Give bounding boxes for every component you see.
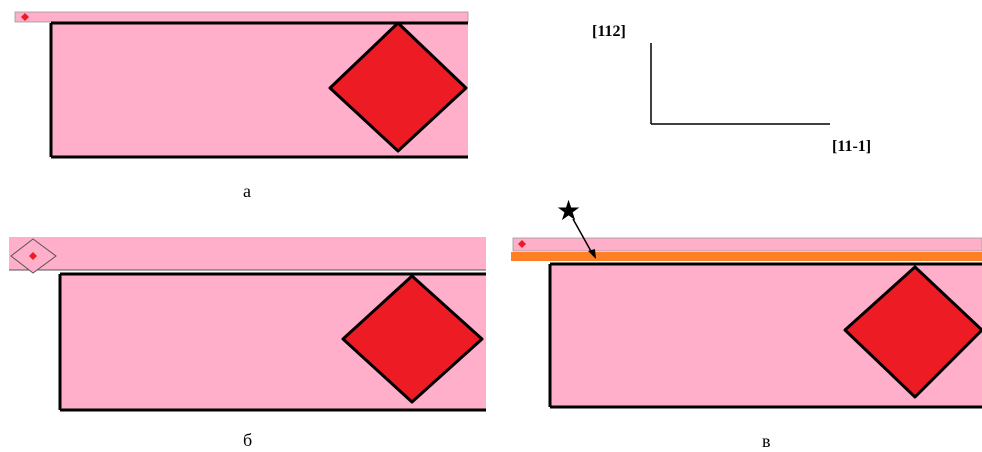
interlayer (511, 252, 982, 261)
large-inclusion (843, 265, 982, 399)
small-inclusion-icon (29, 252, 37, 260)
thin-surface-layer (14, 11, 469, 23)
star-icon: ★ (556, 194, 581, 227)
small-inclusion-icon (21, 13, 29, 21)
horizontal-axis-label: [11-1] (832, 138, 871, 155)
thin-surface-layer (512, 237, 982, 252)
large-inclusion (341, 274, 484, 404)
panel-v: ★ в (511, 194, 982, 451)
thick-surface-layer (9, 237, 486, 270)
panel-a: а (14, 11, 469, 201)
panel-b-label: б (243, 430, 252, 450)
large-inclusion (328, 21, 468, 153)
panel-a-label: а (243, 181, 251, 201)
vertical-axis-label: [112] (592, 23, 626, 40)
small-inclusion-icon (518, 240, 526, 248)
marker-arrow (572, 218, 593, 254)
orientation-axes: [112] [11-1] (592, 23, 871, 155)
panel-v-label: в (762, 431, 771, 451)
panel-b: б (9, 237, 486, 450)
arrow-head-icon (588, 249, 596, 259)
